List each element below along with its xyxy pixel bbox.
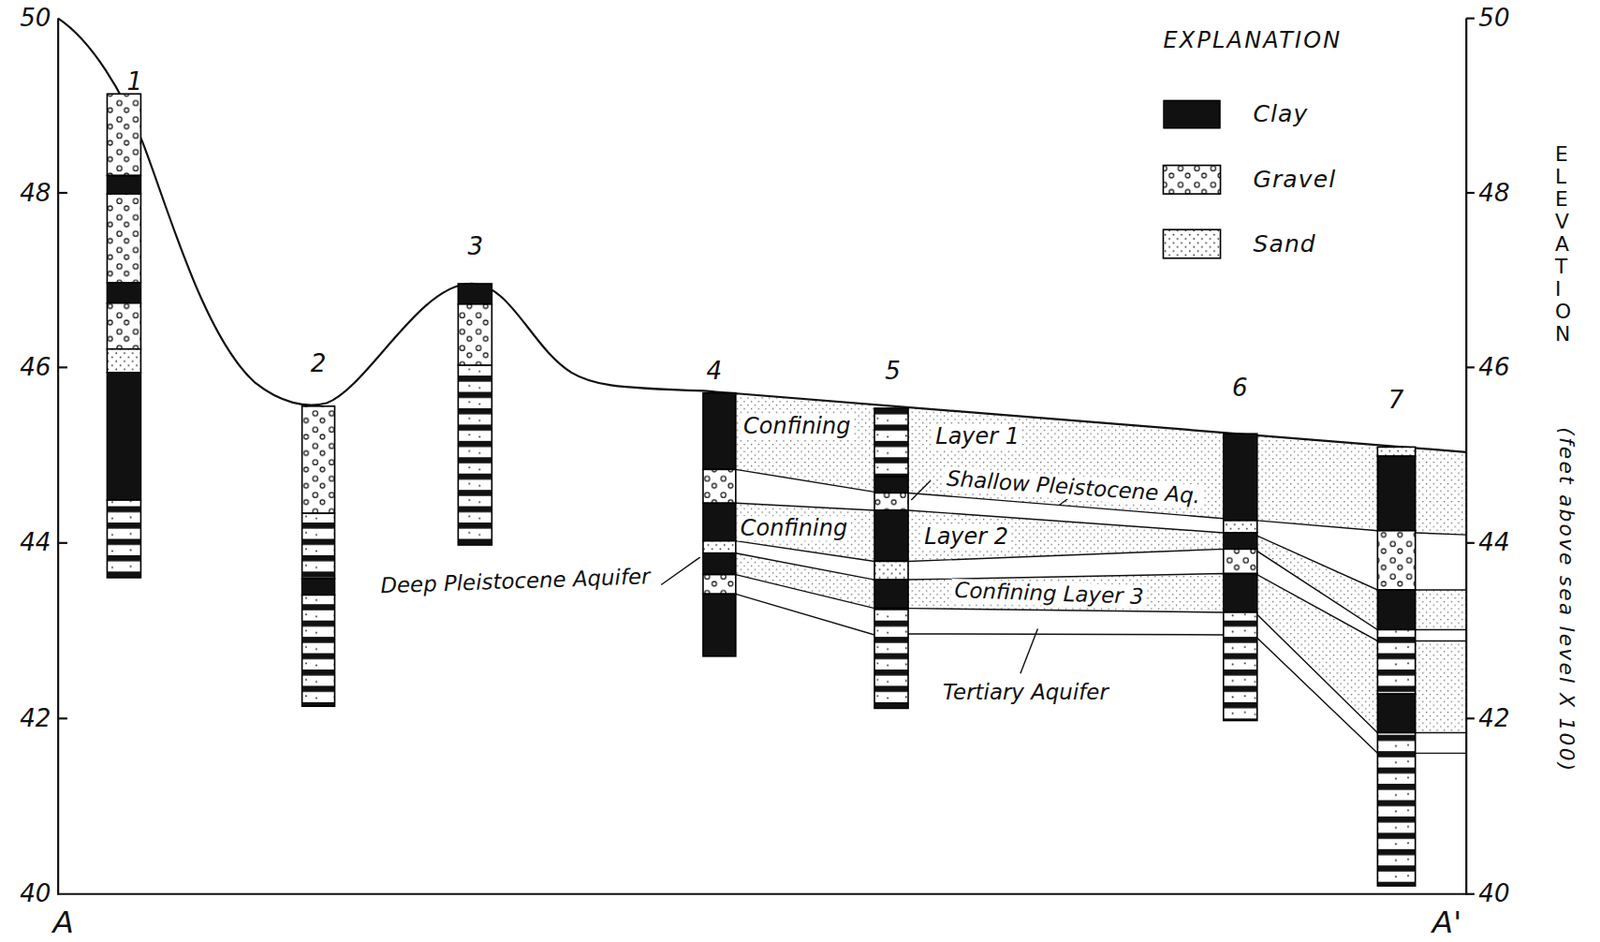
axis-tick-label: 48 [1478,179,1510,207]
section-end-label: A' [1432,904,1462,939]
layer-label: Confining [740,413,854,439]
axis-tick-label: 42 [1478,704,1510,733]
aquifer-label: Deep Pleistocene Aquifer [377,565,654,599]
well-number: 7 [1388,386,1405,414]
legend-label: Sand [1252,231,1316,258]
layer-label: Layer 1 [932,424,1023,449]
section-end-label: A [52,904,74,939]
axis-tick-label: 44 [1478,528,1510,557]
axis-tick-label: 46 [19,353,51,382]
legend-label: Gravel [1252,166,1336,193]
well-number: 5 [884,357,901,385]
well-number: 4 [706,357,723,385]
layer-label: Layer 2 [921,524,1012,549]
axis-tick-label: 50 [1478,4,1510,32]
well-number: 1 [127,68,144,96]
axis-tick-label: 40 [1478,880,1510,908]
sand-swatch [1163,229,1221,259]
gravel-swatch [1163,165,1221,195]
aquifer-label: Tertiary Aquifer [939,680,1112,705]
axis-tick-label: 42 [19,704,51,733]
unit-label: (feet above sea level X 100) [1555,426,1579,773]
legend-swatch [1163,100,1221,130]
layer-label: Confining [736,515,851,541]
well-number: 3 [468,233,485,261]
axis-title: ELEVATION [1555,143,1570,346]
axis-tick-label: 44 [19,528,51,557]
well-number: 6 [1232,374,1248,402]
legend-label: Clay [1252,101,1308,128]
well-number: 2 [310,350,327,378]
axis-tick-label: 46 [1478,353,1510,382]
axis-tick-label: 48 [19,179,51,207]
axis-tick-label: 50 [19,4,51,32]
axis-tick-label: 40 [19,880,51,908]
legend-heading: EXPLANATION [1163,28,1343,53]
